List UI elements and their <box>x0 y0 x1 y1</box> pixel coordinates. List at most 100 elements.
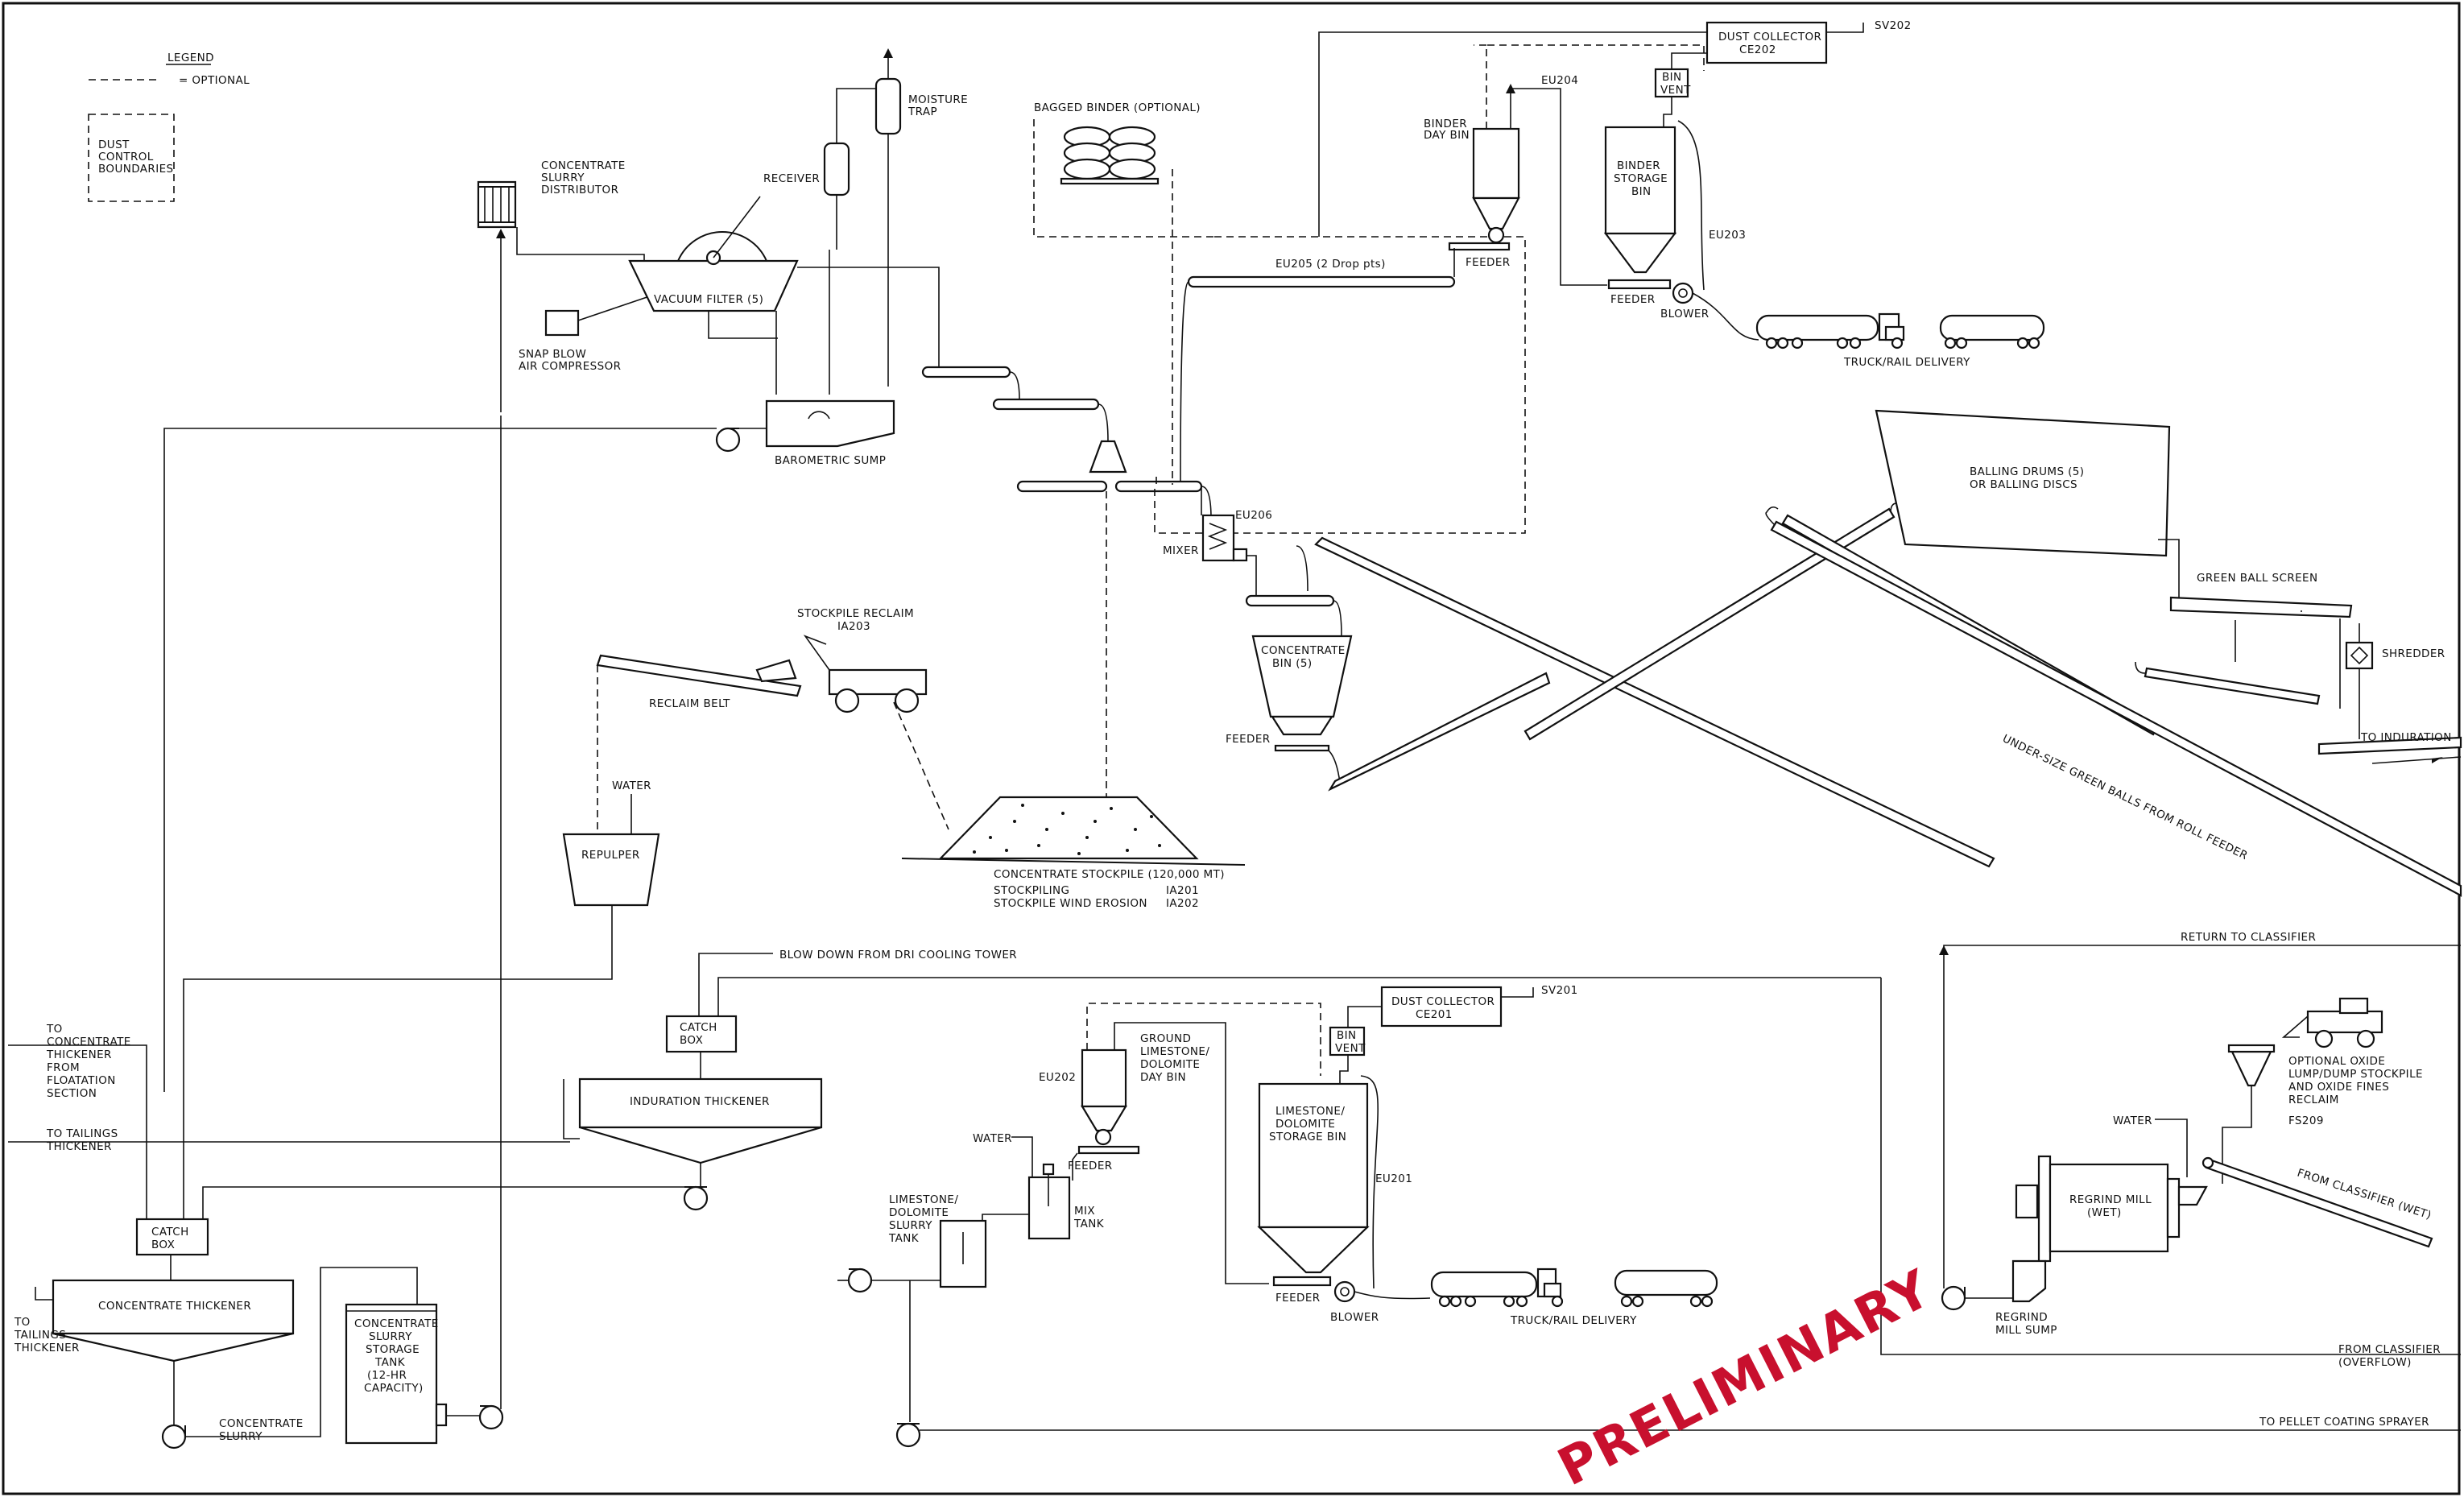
svg-text:DOLOMITE: DOLOMITE <box>1140 1058 1200 1071</box>
svg-text:GREEN BALL SCREEN: GREEN BALL SCREEN <box>2197 572 2317 585</box>
stockpile-reclaim: STOCKPILE RECLAIM IA203 RECLAIM BELT <box>596 607 928 713</box>
svg-text:BAGGED BINDER (OPTIONAL): BAGGED BINDER (OPTIONAL) <box>1034 101 1201 114</box>
oxide-hopper: OPTIONAL OXIDE LUMP/DUMP STOCKPILE AND O… <box>2227 1044 2423 1127</box>
svg-text:TO PELLET COATING SPRAYER: TO PELLET COATING SPRAYER <box>2259 1416 2429 1429</box>
svg-text:EU205 (2 Drop pts): EU205 (2 Drop pts) <box>1275 258 1386 271</box>
svg-text:CONCENTRATE STOCKPILE (120,000: CONCENTRATE STOCKPILE (120,000 MT) <box>994 868 1225 881</box>
svg-text:OPTIONAL OXIDE: OPTIONAL OXIDE <box>2288 1055 2385 1068</box>
svg-text:EU203: EU203 <box>1709 229 1746 242</box>
svg-text:STOCKPILING: STOCKPILING <box>994 884 1069 897</box>
dust-collector-ce202: DUST COLLECTOR CE202 <box>1705 21 1828 64</box>
svg-text:SECTION: SECTION <box>47 1087 97 1100</box>
svg-text:SLURRY: SLURRY <box>369 1330 412 1343</box>
air-compressor <box>544 309 580 337</box>
conveyor-belt <box>921 366 1203 493</box>
svg-text:MOISTURE: MOISTURE <box>908 93 968 106</box>
conveyor-to-balling <box>1314 507 2462 897</box>
svg-text:SHREDDER: SHREDDER <box>2382 647 2445 660</box>
svg-text:MILL SUMP: MILL SUMP <box>1995 1324 2057 1337</box>
shredder: SHREDDER <box>2345 641 2445 670</box>
svg-text:WATER: WATER <box>973 1132 1012 1145</box>
svg-text:FROM CLASSIFIER: FROM CLASSIFIER <box>2338 1343 2441 1356</box>
svg-text:BIN: BIN <box>1337 1029 1357 1042</box>
legend: LEGEND = OPTIONAL DUST CONTROL BOUNDARIE… <box>88 52 250 202</box>
svg-text:FLOATATION: FLOATATION <box>47 1074 116 1087</box>
pump-icon <box>895 1422 921 1448</box>
mix-tank: WATER MIX TANK <box>973 1132 1105 1240</box>
mixer: MIXER EU206 <box>1163 509 1272 562</box>
svg-text:VENT: VENT <box>1335 1042 1366 1055</box>
svg-text:OR BALLING DISCS: OR BALLING DISCS <box>1970 478 2077 491</box>
svg-text:BLOWER: BLOWER <box>1660 308 1710 320</box>
svg-text:FS209: FS209 <box>2288 1114 2324 1127</box>
svg-text:BALLING DRUMS (5): BALLING DRUMS (5) <box>1970 465 2084 478</box>
svg-text:(WET): (WET) <box>2087 1206 2122 1219</box>
dust-collector-ce201: DUST COLLECTOR CE201 <box>1380 986 1503 1028</box>
legend-title: LEGEND <box>167 52 214 64</box>
svg-text:CONCENTRATE: CONCENTRATE <box>219 1417 304 1430</box>
svg-text:CAPACITY): CAPACITY) <box>364 1382 424 1395</box>
svg-text:LIMESTONE/: LIMESTONE/ <box>1275 1105 1345 1118</box>
svg-text:SLURRY: SLURRY <box>889 1219 932 1232</box>
svg-text:DAY BIN: DAY BIN <box>1424 129 1470 142</box>
svg-text:TRUCK/RAIL DELIVERY: TRUCK/RAIL DELIVERY <box>1843 356 1970 369</box>
catch-box-induration: CATCH BOX <box>665 1015 738 1053</box>
svg-text:LUMP/DUMP STOCKPILE: LUMP/DUMP STOCKPILE <box>2288 1068 2423 1081</box>
svg-text:TRUCK/RAIL DELIVERY: TRUCK/RAIL DELIVERY <box>1510 1314 1637 1327</box>
svg-text:SLURRY: SLURRY <box>541 172 585 184</box>
svg-text:CE202: CE202 <box>1739 43 1776 56</box>
truck-rail-delivery-top: TRUCK/RAIL DELIVERY <box>1755 312 2045 369</box>
bin-vent-bottom: BIN VENT <box>1329 1026 1366 1057</box>
svg-text:CATCH: CATCH <box>680 1021 717 1034</box>
svg-text:EU206: EU206 <box>1235 509 1272 522</box>
svg-text:TO INDURATION: TO INDURATION <box>2360 731 2452 744</box>
regrind-mill-sump: REGRIND MILL SUMP <box>1995 1259 2057 1337</box>
svg-text:GROUND: GROUND <box>1140 1032 1191 1045</box>
svg-text:SV202: SV202 <box>1875 19 1912 32</box>
svg-text:FEEDER: FEEDER <box>1226 733 1271 746</box>
svg-text:CONCENTRATE: CONCENTRATE <box>1261 644 1346 657</box>
blower-icon: BLOWER <box>1330 1280 1379 1324</box>
concentrate-thickener: CONCENTRATE THICKENER <box>52 1279 295 1363</box>
receiver: RECEIVER <box>763 142 850 196</box>
svg-text:FEEDER: FEEDER <box>1466 256 1511 269</box>
svg-text:CONCENTRATE: CONCENTRATE <box>354 1317 439 1330</box>
svg-text:TANK: TANK <box>1073 1218 1105 1230</box>
svg-text:CONCENTRATE: CONCENTRATE <box>47 1036 131 1048</box>
repulper: WATER REPULPER <box>562 780 660 907</box>
catch-box-concentrate: CATCH BOX <box>135 1218 209 1256</box>
svg-text:TANK: TANK <box>374 1356 406 1369</box>
truck-rail-delivery-bottom: TRUCK/RAIL DELIVERY <box>1430 1267 1718 1327</box>
svg-text:TO TAILINGS: TO TAILINGS <box>46 1127 118 1140</box>
svg-text:(OVERFLOW): (OVERFLOW) <box>2338 1356 2412 1369</box>
svg-text:BINDER: BINDER <box>1424 118 1467 130</box>
svg-text:DUST COLLECTOR: DUST COLLECTOR <box>1718 31 1821 43</box>
binder-day-bin: BINDER DAY BIN FEEDER <box>1424 118 1520 269</box>
svg-text:DOLOMITE: DOLOMITE <box>1275 1118 1335 1131</box>
svg-text:REGRIND: REGRIND <box>1995 1311 2048 1324</box>
svg-text:TO: TO <box>46 1023 63 1036</box>
svg-text:BIN (5): BIN (5) <box>1272 657 1313 670</box>
svg-text:(12-HR: (12-HR <box>367 1369 407 1382</box>
svg-text:FEEDER: FEEDER <box>1275 1292 1321 1305</box>
svg-text:REPULPER: REPULPER <box>581 849 640 862</box>
pump-icon <box>715 427 741 453</box>
svg-text:RECLAIM BELT: RECLAIM BELT <box>649 697 730 710</box>
diverter-chute <box>1089 440 1127 473</box>
pump-icon <box>683 1185 709 1211</box>
svg-text:BLOWER: BLOWER <box>1330 1311 1379 1324</box>
svg-text:BIN: BIN <box>1662 71 1682 84</box>
svg-text:FEEDER: FEEDER <box>1610 293 1656 306</box>
pump-icon <box>478 1404 504 1430</box>
moisture-trap: MOISTURE TRAP <box>874 77 968 135</box>
limestone-slurry-tank: LIMESTONE/ DOLOMITE SLURRY TANK <box>888 1193 987 1288</box>
svg-text:THICKENER: THICKENER <box>46 1140 112 1153</box>
svg-text:STOCKPILE WIND EROSION: STOCKPILE WIND EROSION <box>994 897 1147 910</box>
svg-text:CONTROL: CONTROL <box>98 151 154 163</box>
svg-text:TAILINGS: TAILINGS <box>14 1329 66 1342</box>
vacuum-filter: VACUUM FILTER (5) <box>628 196 799 312</box>
eu205-conveyor <box>1187 275 1456 288</box>
svg-text:DUST COLLECTOR: DUST COLLECTOR <box>1391 995 1495 1008</box>
balling-drums: BALLING DRUMS (5) OR BALLING DISCS <box>1875 409 2171 557</box>
svg-text:EU202: EU202 <box>1039 1071 1076 1084</box>
